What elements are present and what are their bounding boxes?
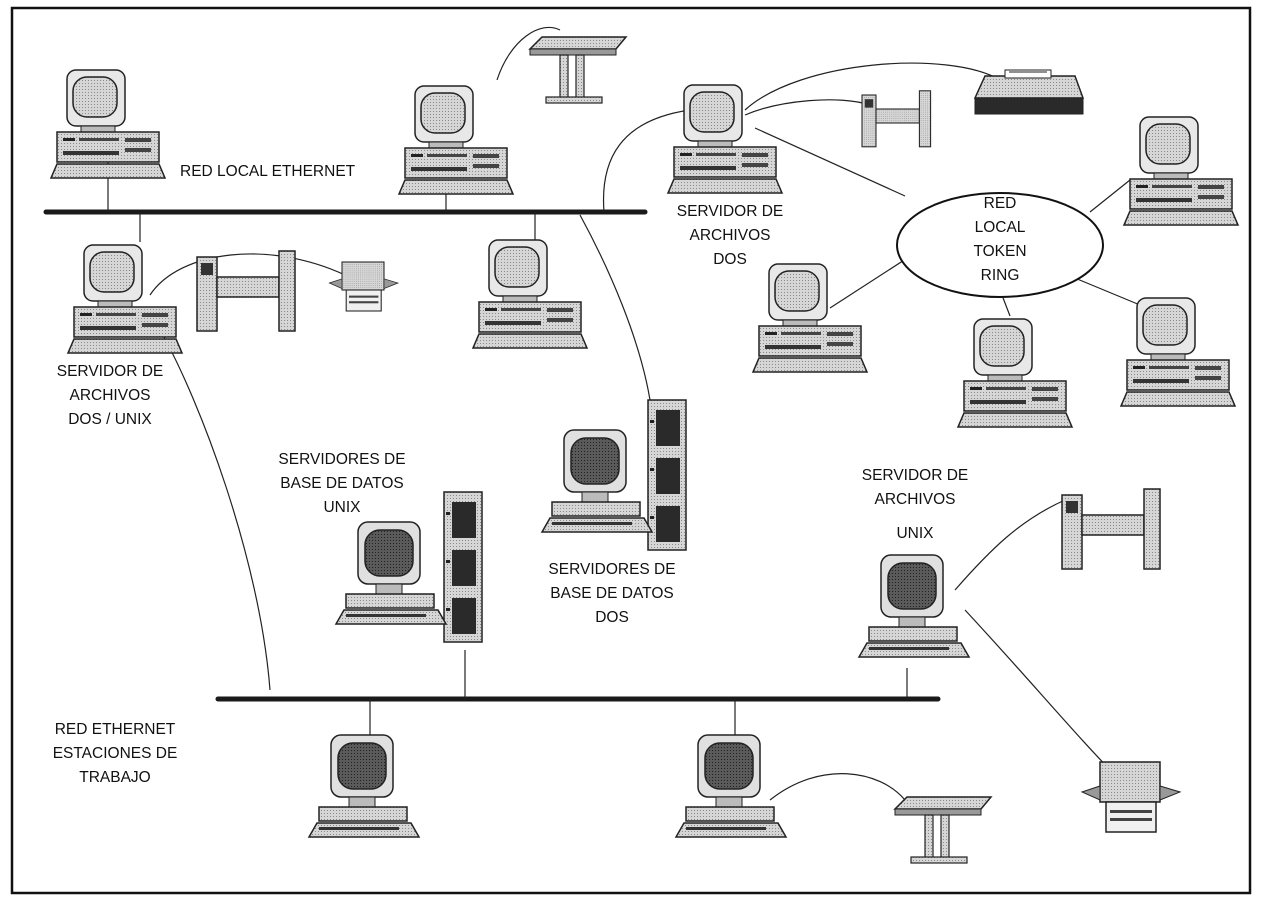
ws-bottom-left — [309, 735, 419, 837]
ws-dos-db — [542, 430, 652, 532]
svg-text:ESTACIONES DE: ESTACIONES DE — [53, 745, 178, 762]
svg-text:UNIX: UNIX — [896, 525, 934, 542]
pc-top-center — [399, 86, 513, 194]
label-servidor-unix: SERVIDOR DE ARCHIVOS UNIX — [862, 467, 969, 542]
svg-text:SERVIDOR DE: SERVIDOR DE — [862, 467, 969, 484]
label-red-ethernet-estaciones: RED ETHERNET ESTACIONES DE TRABAJO — [53, 721, 178, 786]
label-db-dos: SERVIDORES DE BASE DE DATOS DOS — [548, 561, 675, 626]
table-bottom — [895, 797, 991, 863]
svg-text:SERVIDOR DE: SERVIDOR DE — [57, 363, 164, 380]
ws-unix-db — [336, 522, 446, 624]
svg-text:ARCHIVOS: ARCHIVOS — [690, 227, 771, 244]
table-top — [530, 37, 626, 103]
tower-dos — [648, 400, 686, 550]
svg-text:SERVIDOR DE: SERVIDOR DE — [677, 203, 784, 220]
svg-text:ARCHIVOS: ARCHIVOS — [70, 387, 151, 404]
pc-dos-server — [668, 85, 782, 193]
rack-unix — [1062, 489, 1160, 569]
rack-top — [862, 91, 931, 147]
ws-bottom-center — [676, 735, 786, 837]
svg-text:DOS / UNIX: DOS / UNIX — [68, 411, 152, 428]
pc-token-bottom — [958, 319, 1072, 427]
svg-text:SERVIDORES DE: SERVIDORES DE — [548, 561, 675, 578]
label-db-unix: SERVIDORES DE BASE DE DATOS UNIX — [278, 451, 405, 516]
laser-printer-right — [1082, 762, 1180, 832]
frame-border — [12, 8, 1250, 893]
label-servidor-dos-unix: SERVIDOR DE ARCHIVOS DOS / UNIX — [57, 363, 164, 428]
svg-text:SERVIDORES DE: SERVIDORES DE — [278, 451, 405, 468]
pc-center — [473, 240, 587, 348]
ws-unix-server — [859, 555, 969, 657]
svg-text:RING: RING — [981, 267, 1020, 284]
svg-text:ARCHIVOS: ARCHIVOS — [875, 491, 956, 508]
svg-text:LOCAL: LOCAL — [975, 219, 1026, 236]
pc-dos-unix-server — [68, 245, 182, 353]
svg-text:TOKEN: TOKEN — [973, 243, 1026, 260]
bottom-bus-drops — [370, 650, 907, 736]
rack-left — [197, 251, 295, 331]
laser-printer-left — [329, 262, 398, 311]
pc-token-right-bottom — [1121, 298, 1235, 406]
svg-text:RED ETHERNET: RED ETHERNET — [55, 721, 176, 738]
label-red-local-ethernet: RED LOCAL ETHERNET — [180, 163, 356, 180]
dot-matrix-printer — [975, 70, 1083, 114]
label-servidor-dos: SERVIDOR DE ARCHIVOS DOS — [677, 203, 784, 268]
svg-text:RED: RED — [984, 195, 1017, 212]
pc-token-left — [753, 264, 867, 372]
svg-text:DOS: DOS — [713, 251, 747, 268]
pc-token-right-top — [1124, 117, 1238, 225]
svg-text:DOS: DOS — [595, 609, 629, 626]
svg-text:TRABAJO: TRABAJO — [79, 769, 150, 786]
svg-text:BASE DE DATOS: BASE DE DATOS — [280, 475, 403, 492]
svg-text:UNIX: UNIX — [323, 499, 361, 516]
tower-unix — [444, 492, 482, 642]
pc-top-left — [51, 70, 165, 178]
svg-text:BASE DE DATOS: BASE DE DATOS — [550, 585, 673, 602]
